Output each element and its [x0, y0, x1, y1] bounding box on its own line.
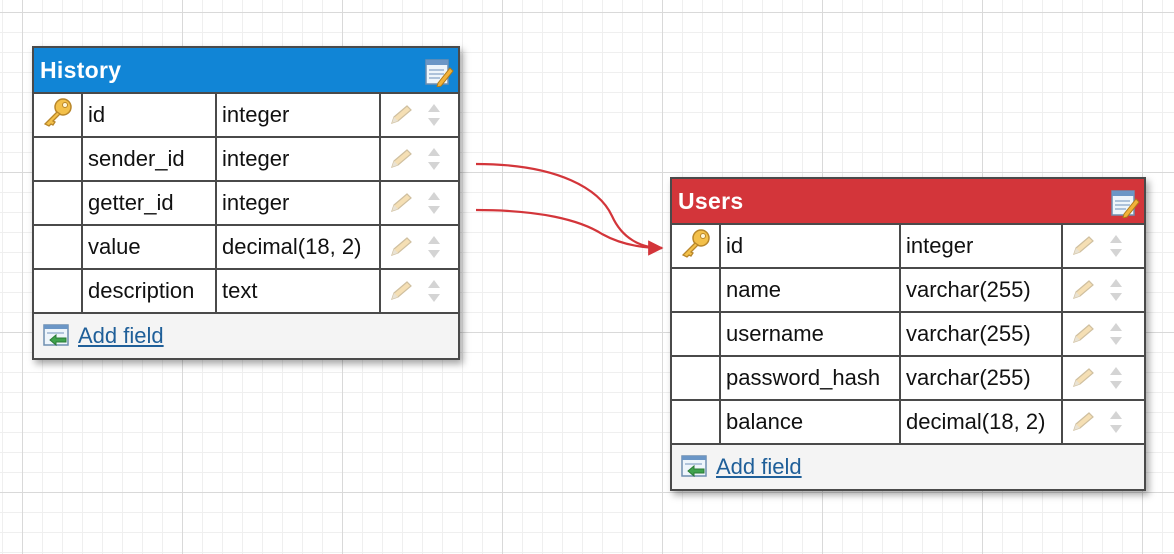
field-name[interactable]: balance — [719, 399, 901, 445]
table-row[interactable]: getter_id integer — [34, 180, 458, 226]
reorder-arrows-icon[interactable] — [427, 190, 441, 216]
reorder-arrows-icon[interactable] — [1109, 277, 1123, 303]
relation-line-sender-id — [475, 162, 663, 250]
field-type[interactable]: varchar(255) — [899, 311, 1063, 357]
empty-key-cell — [34, 180, 83, 226]
field-type[interactable]: decimal(18, 2) — [215, 224, 381, 270]
field-type[interactable]: integer — [899, 225, 1063, 269]
reorder-arrows-icon[interactable] — [427, 278, 441, 304]
field-actions — [379, 94, 458, 138]
reorder-arrows-icon[interactable] — [1109, 365, 1123, 391]
add-field-icon[interactable] — [42, 323, 72, 349]
field-actions — [1061, 355, 1144, 401]
primary-key-cell — [672, 225, 721, 269]
primary-key-cell — [34, 94, 83, 138]
reorder-arrows-icon[interactable] — [1109, 409, 1123, 435]
users-table[interactable]: Users — [670, 177, 1146, 491]
reorder-arrows-icon[interactable] — [1109, 233, 1123, 259]
reorder-arrows-icon[interactable] — [1109, 321, 1123, 347]
users-table-title: Users — [678, 187, 744, 214]
empty-key-cell — [672, 355, 721, 401]
users-table-header[interactable]: Users — [672, 179, 1144, 225]
field-name[interactable]: name — [719, 267, 901, 313]
table-row[interactable]: password_hash varchar(255) — [672, 355, 1144, 401]
reorder-arrows-icon[interactable] — [427, 146, 441, 172]
add-field-link[interactable]: Add field — [78, 323, 164, 348]
field-actions — [1061, 267, 1144, 313]
field-name[interactable]: sender_id — [81, 136, 217, 182]
pencil-icon[interactable] — [389, 192, 415, 214]
pencil-icon[interactable] — [389, 236, 415, 258]
field-name[interactable]: password_hash — [719, 355, 901, 401]
add-field-row: Add field — [34, 314, 458, 358]
table-row[interactable]: value decimal(18, 2) — [34, 224, 458, 270]
reorder-arrows-icon[interactable] — [427, 234, 441, 260]
pencil-icon[interactable] — [389, 104, 415, 126]
pencil-icon[interactable] — [1071, 279, 1097, 301]
table-row[interactable]: id integer — [34, 94, 458, 138]
table-row[interactable]: name varchar(255) — [672, 267, 1144, 313]
field-name[interactable]: username — [719, 311, 901, 357]
field-name[interactable]: id — [81, 94, 217, 138]
history-table-header[interactable]: History — [34, 48, 458, 94]
field-name[interactable]: description — [81, 268, 217, 314]
key-icon — [681, 229, 710, 258]
empty-key-cell — [34, 224, 83, 270]
empty-key-cell — [672, 267, 721, 313]
edit-table-icon[interactable] — [1110, 188, 1140, 219]
add-field-link[interactable]: Add field — [716, 454, 802, 479]
history-fields-table: id integer sender_id integer — [34, 94, 458, 314]
history-table-title: History — [40, 56, 122, 83]
field-name[interactable]: id — [719, 225, 901, 269]
empty-key-cell — [34, 136, 83, 182]
field-actions — [1061, 225, 1144, 269]
key-icon — [43, 98, 72, 127]
field-actions — [379, 224, 458, 270]
field-type[interactable]: integer — [215, 136, 381, 182]
field-type[interactable]: varchar(255) — [899, 267, 1063, 313]
field-actions — [379, 268, 458, 314]
pencil-icon[interactable] — [1071, 367, 1097, 389]
field-type[interactable]: decimal(18, 2) — [899, 399, 1063, 445]
pencil-icon[interactable] — [1071, 235, 1097, 257]
field-actions — [379, 136, 458, 182]
field-actions — [379, 180, 458, 226]
field-actions — [1061, 311, 1144, 357]
relation-line-getter-id — [475, 208, 664, 256]
reorder-arrows-icon[interactable] — [427, 102, 441, 128]
users-fields-table: id integer name varchar(255) — [672, 225, 1144, 445]
pencil-icon[interactable] — [389, 148, 415, 170]
table-row[interactable]: username varchar(255) — [672, 311, 1144, 357]
field-name[interactable]: getter_id — [81, 180, 217, 226]
field-type[interactable]: integer — [215, 94, 381, 138]
table-row[interactable]: description text — [34, 268, 458, 314]
table-row[interactable]: balance decimal(18, 2) — [672, 399, 1144, 445]
add-field-row: Add field — [672, 445, 1144, 489]
edit-table-icon[interactable] — [424, 57, 454, 88]
empty-key-cell — [34, 268, 83, 314]
field-type[interactable]: varchar(255) — [899, 355, 1063, 401]
empty-key-cell — [672, 399, 721, 445]
field-actions — [1061, 399, 1144, 445]
empty-key-cell — [672, 311, 721, 357]
table-row[interactable]: id integer — [672, 225, 1144, 269]
table-row[interactable]: sender_id integer — [34, 136, 458, 182]
history-table[interactable]: History — [32, 46, 460, 360]
field-type[interactable]: integer — [215, 180, 381, 226]
pencil-icon[interactable] — [1071, 411, 1097, 433]
field-name[interactable]: value — [81, 224, 217, 270]
pencil-icon[interactable] — [1071, 323, 1097, 345]
field-type[interactable]: text — [215, 268, 381, 314]
pencil-icon[interactable] — [389, 280, 415, 302]
add-field-icon[interactable] — [680, 454, 710, 480]
